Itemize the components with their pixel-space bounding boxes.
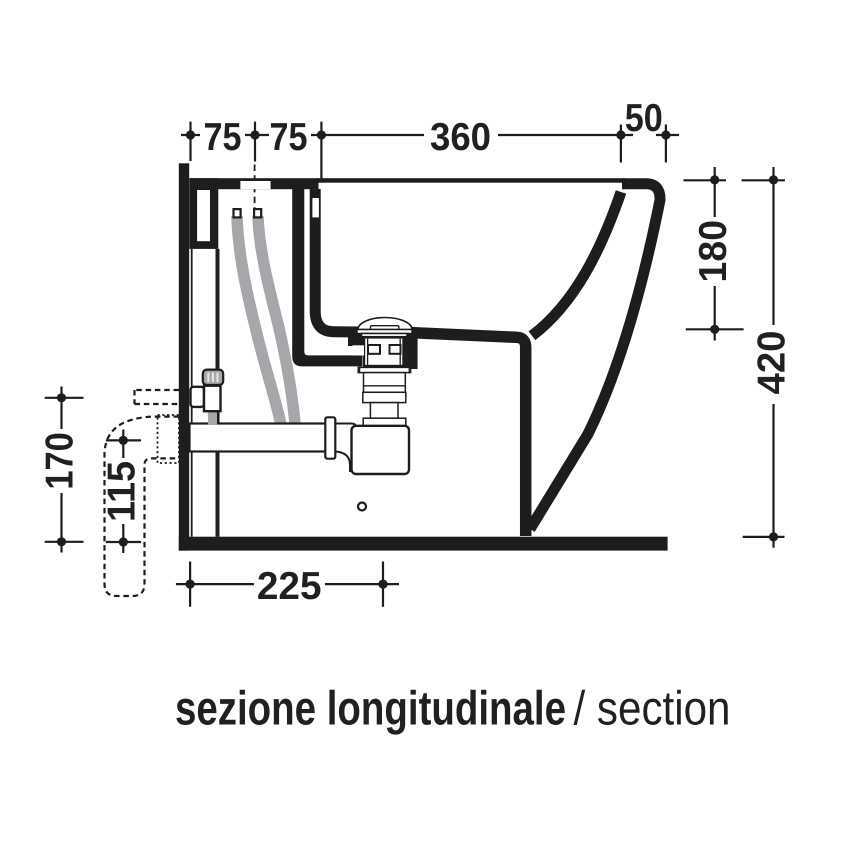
svg-text:75: 75: [204, 116, 242, 159]
svg-text:180: 180: [692, 220, 735, 283]
svg-text:/ section: / section: [574, 683, 731, 736]
svg-text:225: 225: [257, 565, 322, 608]
svg-text:115: 115: [101, 461, 144, 522]
svg-text:75: 75: [270, 116, 308, 159]
svg-text:420: 420: [751, 331, 794, 395]
svg-text:sezione longitudinale: sezione longitudinale: [175, 683, 566, 736]
svg-text:170: 170: [39, 432, 82, 490]
svg-text:360: 360: [430, 116, 491, 159]
svg-text:50: 50: [625, 97, 663, 140]
